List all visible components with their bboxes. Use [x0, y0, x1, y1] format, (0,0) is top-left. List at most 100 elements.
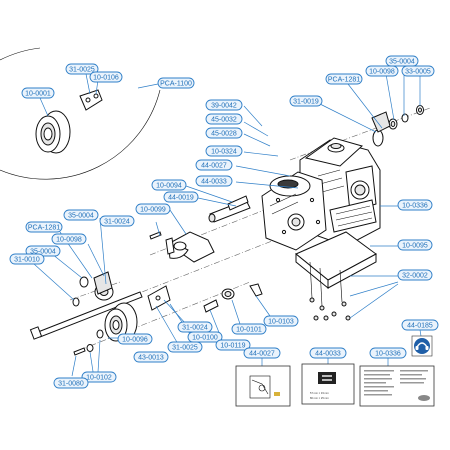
label-cards: 44-0027 44-0033 10-0336 57 mm × 33 mm 80…	[235, 335, 435, 407]
callout-10-0102: 10-0102	[81, 371, 117, 383]
svg-text:10-0324: 10-0324	[211, 149, 237, 156]
hearing-protection-icon	[411, 335, 433, 357]
callout-10-0103: 10-0103	[263, 315, 299, 327]
svg-text:80 mm × 25 mm: 80 mm × 25 mm	[310, 396, 329, 400]
svg-text:10-0106: 10-0106	[93, 75, 119, 82]
callout-pca-1281-b: PCA-1281	[25, 221, 63, 233]
svg-text:10-0103: 10-0103	[268, 319, 294, 326]
base-bolts	[309, 297, 351, 321]
svg-text:10-0098: 10-0098	[369, 69, 395, 76]
svg-text:33-0005: 33-0005	[405, 69, 431, 76]
callout-35-0004-b: 35-0004	[63, 209, 99, 221]
svg-text:31-0019: 31-0019	[293, 99, 319, 106]
svg-text:44-0027: 44-0027	[249, 351, 275, 358]
detail-bracket	[79, 89, 103, 111]
callout-10-0095: 10-0095	[397, 239, 433, 251]
svg-text:31-0025: 31-0025	[69, 67, 95, 74]
callout-31-0080: 31-0080	[53, 377, 89, 389]
svg-text:10-0336: 10-0336	[402, 203, 428, 210]
left-parts	[29, 195, 351, 356]
detail-circle	[0, 89, 161, 180]
svg-text:45-0032: 45-0032	[211, 117, 237, 124]
callout-10-0106: 10-0106	[89, 71, 123, 83]
svg-text:10-0094: 10-0094	[156, 183, 182, 190]
svg-text:35-0004: 35-0004	[68, 213, 94, 220]
svg-text:43-0013: 43-0013	[138, 355, 164, 362]
svg-text:31-0024: 31-0024	[104, 219, 130, 226]
svg-text:31-0010: 31-0010	[14, 257, 40, 264]
svg-text:57 mm × 33 mm: 57 mm × 33 mm	[310, 391, 329, 395]
callout-31-0024-b: 31-0024	[177, 321, 213, 333]
callout-10-0336-a: 10-0336	[397, 199, 433, 211]
svg-text:10-0099: 10-0099	[140, 207, 166, 214]
callout-33-0005: 33-0005	[401, 65, 435, 77]
callout-10-0099: 10-0099	[135, 203, 171, 215]
callout-45-0032: 45-0032	[205, 113, 243, 125]
callout-10-0001: 10-0001	[21, 87, 55, 99]
right-hub-stack	[371, 105, 424, 147]
svg-text:10-0095: 10-0095	[402, 243, 428, 250]
callout-39-0042: 39-0042	[205, 99, 243, 111]
svg-text:44-0033: 44-0033	[315, 351, 341, 358]
callout-31-0024-a: 31-0024	[99, 215, 135, 227]
callout-31-0025: 31-0025	[65, 63, 99, 75]
callout-44-0019: 44-0019	[163, 191, 199, 203]
callout-44-0033: 44-0033	[195, 175, 233, 187]
callout-44-0027-label: 44-0027	[243, 347, 281, 359]
callout-10-0094: 10-0094	[151, 179, 187, 191]
svg-text:10-0096: 10-0096	[122, 337, 148, 344]
callout-10-0100: 10-0100	[187, 331, 223, 343]
svg-text:PCA-1100: PCA-1100	[160, 81, 192, 88]
callout-10-0098-b: 10-0098	[51, 233, 87, 245]
callout-32-0002: 32-0002	[397, 269, 433, 281]
svg-text:44-0027: 44-0027	[201, 163, 227, 170]
base-plate	[295, 231, 377, 307]
info-plate-card	[359, 365, 435, 407]
callout-44-0027: 44-0027	[195, 159, 233, 171]
callout-31-0010: 31-0010	[9, 253, 45, 265]
callout-10-0324: 10-0324	[205, 145, 243, 157]
svg-text:32-0002: 32-0002	[402, 273, 428, 280]
callout-43-0013: 43-0013	[133, 351, 169, 363]
svg-text:44-0033: 44-0033	[201, 179, 227, 186]
callout-35-0004-a: 35-0004	[385, 55, 419, 67]
svg-text:35-0004: 35-0004	[389, 59, 415, 66]
svg-text:PCA-1281: PCA-1281	[28, 225, 60, 232]
svg-text:35-0004: 35-0004	[30, 249, 56, 256]
callout-44-0185: 44-0185	[401, 319, 439, 331]
svg-text:10-0100: 10-0100	[192, 335, 218, 342]
callout-bubbles: 35-0004 10-0098 33-0005 PCA-1281 31-0019…	[9, 55, 439, 389]
size-label-card: 57 mm × 33 mm 80 mm × 25 mm	[301, 363, 355, 405]
callout-44-0033-label: 44-0033	[309, 347, 347, 359]
callout-10-0098-a: 10-0098	[365, 65, 399, 77]
svg-text:39-0042: 39-0042	[211, 103, 237, 110]
callout-pca-1281-a: PCA-1281	[325, 73, 363, 85]
callout-10-0119: 10-0119	[215, 339, 251, 351]
detail-view: PCA-1100 31-0025 10-0106 10-0001	[0, 47, 195, 180]
svg-text:10-0098: 10-0098	[56, 237, 82, 244]
svg-text:10-0102: 10-0102	[86, 375, 112, 382]
svg-text:10-0336: 10-0336	[375, 351, 401, 358]
svg-text:44-0019: 44-0019	[168, 195, 194, 202]
svg-text:44-0185: 44-0185	[407, 323, 433, 330]
engine-assembly	[261, 137, 381, 251]
callout-10-0336-label: 10-0336	[369, 347, 407, 359]
svg-text:31-0025: 31-0025	[172, 345, 198, 352]
svg-text:31-0024: 31-0024	[182, 325, 208, 332]
callout-10-0096: 10-0096	[117, 333, 153, 345]
callout-10-0101: 10-0101	[231, 323, 267, 335]
svg-text:10-0001: 10-0001	[25, 91, 51, 98]
detail-hub-wheel	[35, 110, 71, 154]
svg-text:10-0101: 10-0101	[236, 327, 262, 334]
svg-text:45-0028: 45-0028	[211, 131, 237, 138]
callout-31-0025: 31-0025	[167, 341, 203, 353]
svg-text:PCA-1281: PCA-1281	[328, 77, 360, 84]
callout-31-0019: 31-0019	[289, 95, 323, 107]
leaders	[33, 66, 423, 379]
svg-text:31-0080: 31-0080	[58, 381, 84, 388]
warning-label-card	[235, 365, 291, 407]
callout-45-0028: 45-0028	[205, 127, 243, 139]
callout-pca-1100: PCA-1100	[157, 77, 195, 89]
svg-text:10-0119: 10-0119	[220, 343, 245, 350]
